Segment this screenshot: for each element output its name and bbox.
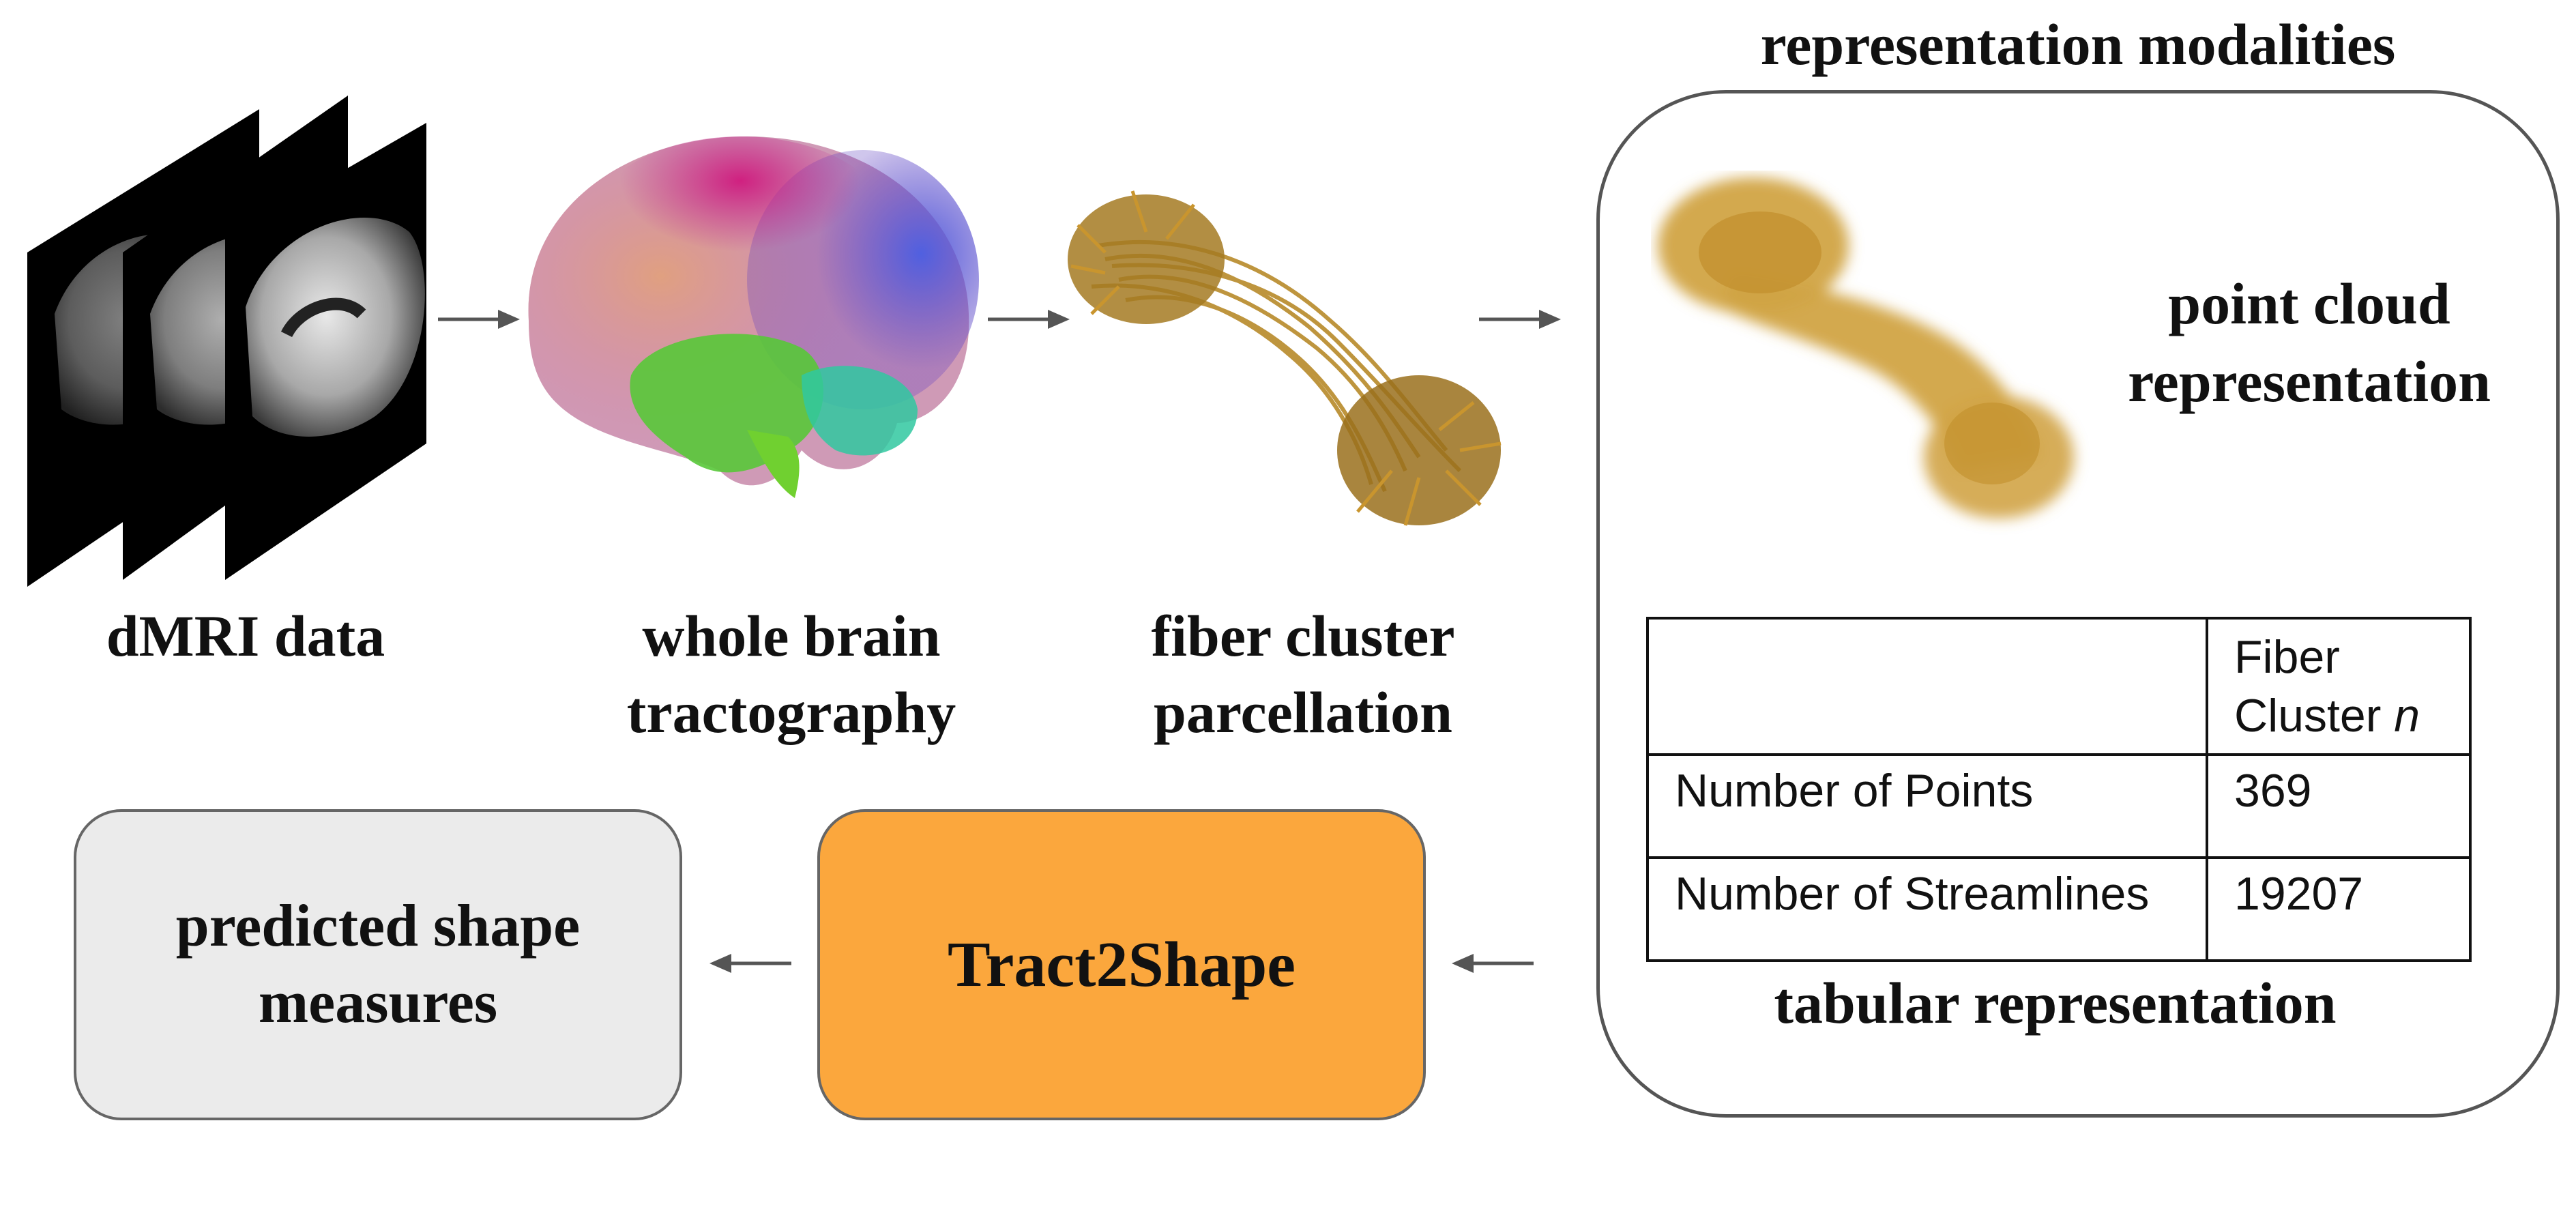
arrow-right-icon: [988, 310, 1070, 329]
fiber-cluster-image: [1068, 190, 1502, 526]
point-cloud-image: [1658, 177, 2074, 519]
point-cloud-label-line1: point cloud: [2168, 271, 2450, 336]
tractography-caption-line2: tractography: [626, 680, 956, 745]
arrow-right-icon: [1479, 310, 1561, 329]
tabular-representation-label: tabular representation: [1774, 970, 2337, 1036]
parcellation-caption: fiber cluster parcellation: [1064, 598, 1542, 751]
tractography-caption-line1: whole brain: [642, 603, 941, 669]
tract2shape-model-box: Tract2Shape: [817, 809, 1426, 1120]
table-header-empty-cell: [1646, 617, 2208, 756]
table-row-value: 19207: [2206, 856, 2472, 962]
tract2shape-label: Tract2Shape: [947, 929, 1296, 1000]
arrow-right-icon: [438, 310, 520, 329]
table-row-value: 369: [2206, 753, 2472, 859]
parcellation-caption-line2: parcellation: [1154, 680, 1452, 745]
table-header-n-text: n: [2394, 690, 2420, 742]
table-row: Number of Streamlines 19207: [1646, 856, 2472, 962]
tabular-representation-table: Fiber Cluster n Number of Points 369 Num…: [1646, 617, 2472, 962]
output-label-line1: predicted shape: [175, 893, 581, 959]
dmri-caption: dMRI data: [106, 603, 385, 669]
point-cloud-label-line2: representation: [2128, 349, 2491, 414]
table-row-label: Number of Points: [1646, 753, 2208, 859]
table-header-line2: Cluster n: [2234, 686, 2443, 745]
tractography-caption: whole brain tractography: [518, 598, 1064, 751]
table-header-line1: Fiber: [2234, 631, 2340, 683]
table-header-cell: Fiber Cluster n: [2206, 617, 2472, 756]
arrow-left-icon: [709, 954, 791, 973]
point-cloud-label: point cloud representation: [2088, 265, 2531, 420]
table-header-row: Fiber Cluster n: [1646, 617, 2472, 756]
arrow-left-icon: [1452, 954, 1534, 973]
table-header-cluster-text: Cluster: [2234, 690, 2382, 742]
output-label-line2: measures: [258, 970, 498, 1036]
dmri-slices-image: [27, 96, 426, 587]
table-row: Number of Points 369: [1646, 753, 2472, 859]
diagram-title: representation modalities: [1760, 12, 2396, 77]
table-row-label: Number of Streamlines: [1646, 856, 2208, 962]
parcellation-caption-line1: fiber cluster: [1151, 603, 1455, 669]
tractography-brain-image: [528, 136, 979, 498]
representation-modalities-box: [1596, 90, 2560, 1118]
predicted-shape-measures-box: predicted shape measures: [74, 809, 682, 1120]
